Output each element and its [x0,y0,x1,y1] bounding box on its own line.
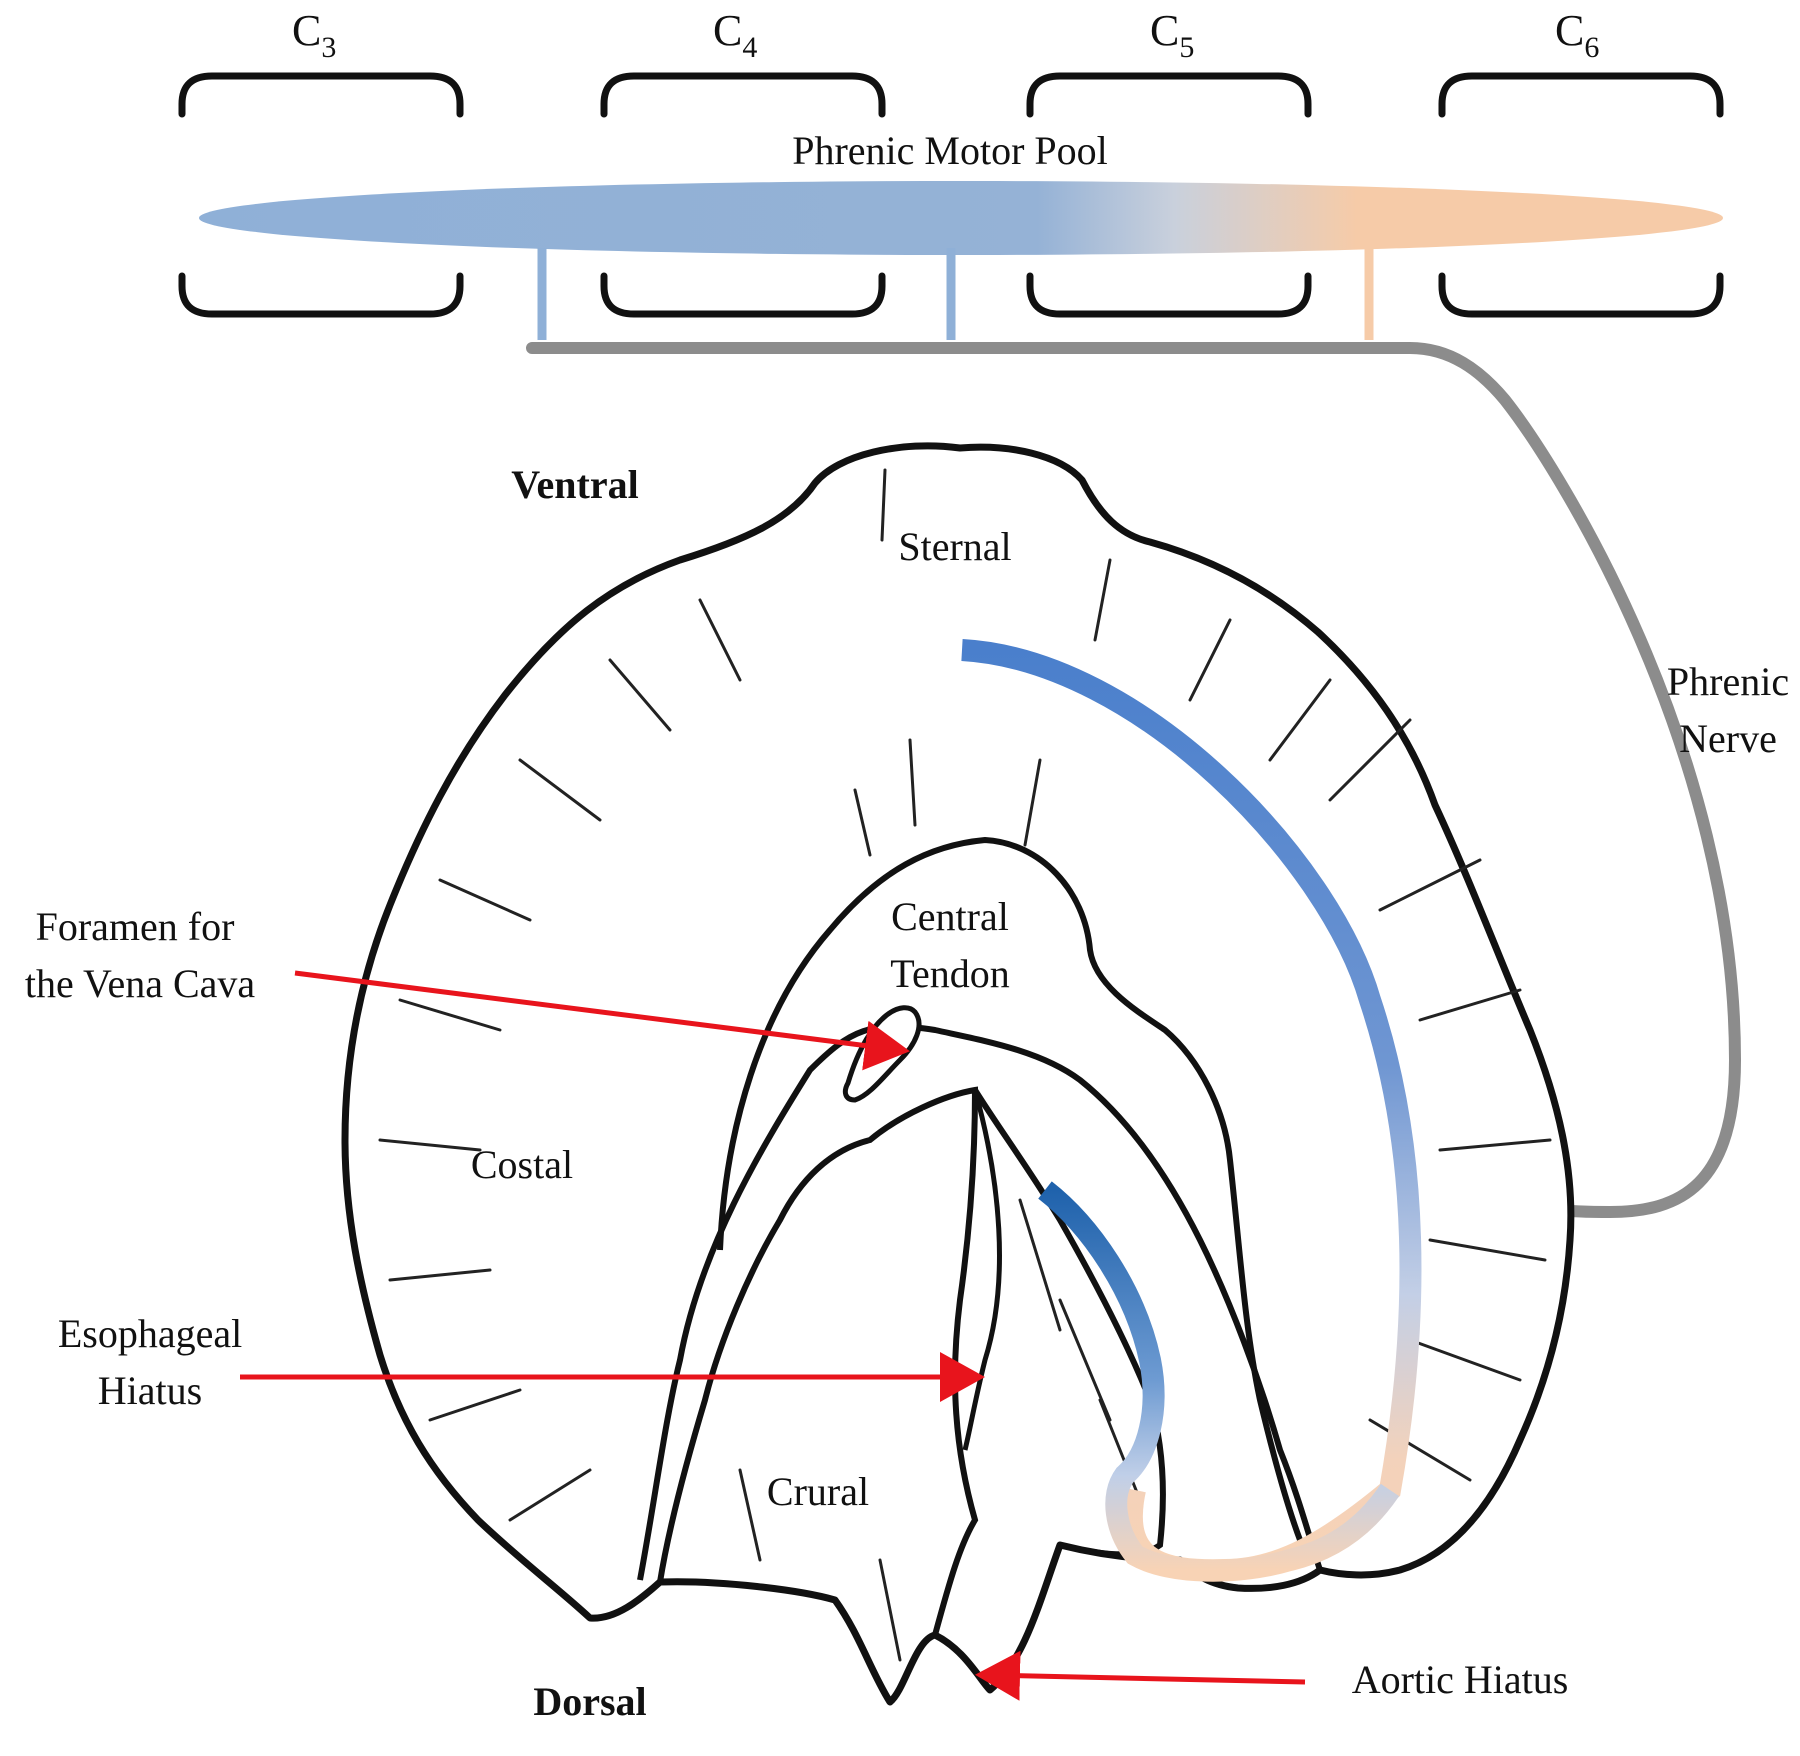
crural-left-outline [657,1086,979,1636]
crural-label: Crural [767,1469,869,1514]
sternal-label: Sternal [898,524,1011,569]
central-tendon-boundary [637,1023,1323,1581]
diaphragm-outline [341,442,1575,1706]
dorsal-label: Dorsal [533,1679,646,1724]
vena-cava-callout-line1: Foramen for [36,904,235,949]
segment-c4-top-bracket [600,72,886,118]
central-tendon-label-line1: Central [891,894,1009,939]
segment-c3-bottom-bracket [178,272,464,318]
aortic-arrow [975,1650,1306,1701]
costal-label: Costal [471,1142,573,1187]
ventral-label: Ventral [511,462,638,507]
spinal-segments [178,72,1724,318]
esophageal-hiatus-outline [962,1089,1002,1451]
aortic-hiatus-callout: Aortic Hiatus [1352,1657,1569,1702]
motor-pool-label: Phrenic Motor Pool [792,128,1108,173]
phrenic-motor-pool [199,181,1723,255]
esophageal-callout-line2: Hiatus [98,1368,202,1413]
muscle-striations [378,468,1552,1662]
segment-label-c3: C3 [292,6,336,64]
segment-label-c5: C5 [1150,6,1194,64]
segment-c5-top-bracket [1026,72,1312,118]
phrenic-nerve-label-line2: Nerve [1679,716,1777,761]
segment-label-c6: C6 [1555,6,1599,64]
vena-cava-callout-line2: the Vena Cava [25,961,256,1006]
segment-c3-top-bracket [178,72,464,118]
crural-innervation-path [1038,1181,1400,1582]
segment-label-c4: C4 [713,6,757,64]
segment-c6-bottom-bracket [1438,272,1724,318]
vena-cava-arrow [294,970,910,1071]
central-tendon-dome [717,836,1303,1542]
esophageal-callout-line1: Esophageal [58,1311,242,1356]
segment-c4-bottom-bracket [600,272,886,318]
segment-c6-top-bracket [1438,72,1724,118]
central-tendon-label-line2: Tendon [890,951,1009,996]
segment-c5-bottom-bracket [1026,272,1312,318]
phrenic-nerve-label-line1: Phrenic [1667,659,1789,704]
